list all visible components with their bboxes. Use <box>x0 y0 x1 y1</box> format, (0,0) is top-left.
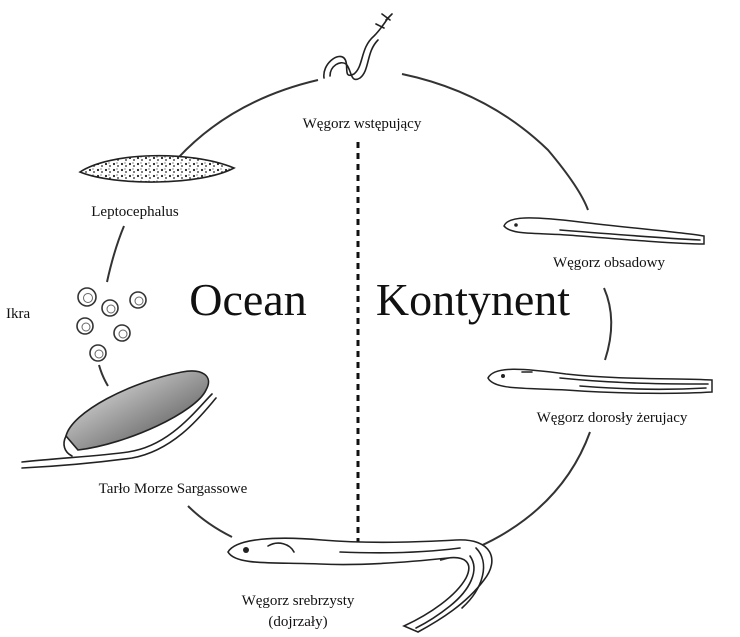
label-eggs: Ikra <box>6 306 30 322</box>
label-glass-eel: Węgorz wstępujący <box>303 116 422 132</box>
ring-arc-left-upper <box>107 226 124 282</box>
label-leptocephalus: Leptocephalus <box>91 204 179 220</box>
region-label-ocean: Ocean <box>189 274 306 325</box>
label-spawning: Tarło Morze Sargassowe <box>99 481 248 497</box>
egg-yolk <box>135 297 143 305</box>
ring-arc-bottom-left <box>188 506 232 537</box>
region-label-continent: Kontynent <box>376 274 570 325</box>
label-silver-eel: Węgorz srebrzysty <box>242 593 355 609</box>
egg-yolk <box>82 323 90 331</box>
egg-yolk <box>119 330 127 338</box>
label-elver: Węgorz obsadowy <box>553 255 666 271</box>
ring-arc-right-upper <box>604 288 611 360</box>
spawning-eels-illustration <box>22 371 216 468</box>
eggs-illustration <box>77 288 146 361</box>
leptocephalus-illustration <box>80 156 234 182</box>
ring-arc-left-lower <box>99 365 108 386</box>
ring-arc-top-left <box>178 80 318 158</box>
label-yellow-eel: Węgorz dorosły żerujacy <box>537 410 688 426</box>
egg-yolk <box>107 305 115 313</box>
label-silver-eel-mature: (dojrzały) <box>268 614 327 630</box>
elver-illustration <box>504 218 704 244</box>
ring-arc-top-right <box>402 74 588 210</box>
yellow-eel-illustration <box>488 369 712 393</box>
egg-yolk <box>95 350 103 358</box>
egg-yolk <box>84 294 93 303</box>
glass-eel-illustration <box>324 14 392 79</box>
